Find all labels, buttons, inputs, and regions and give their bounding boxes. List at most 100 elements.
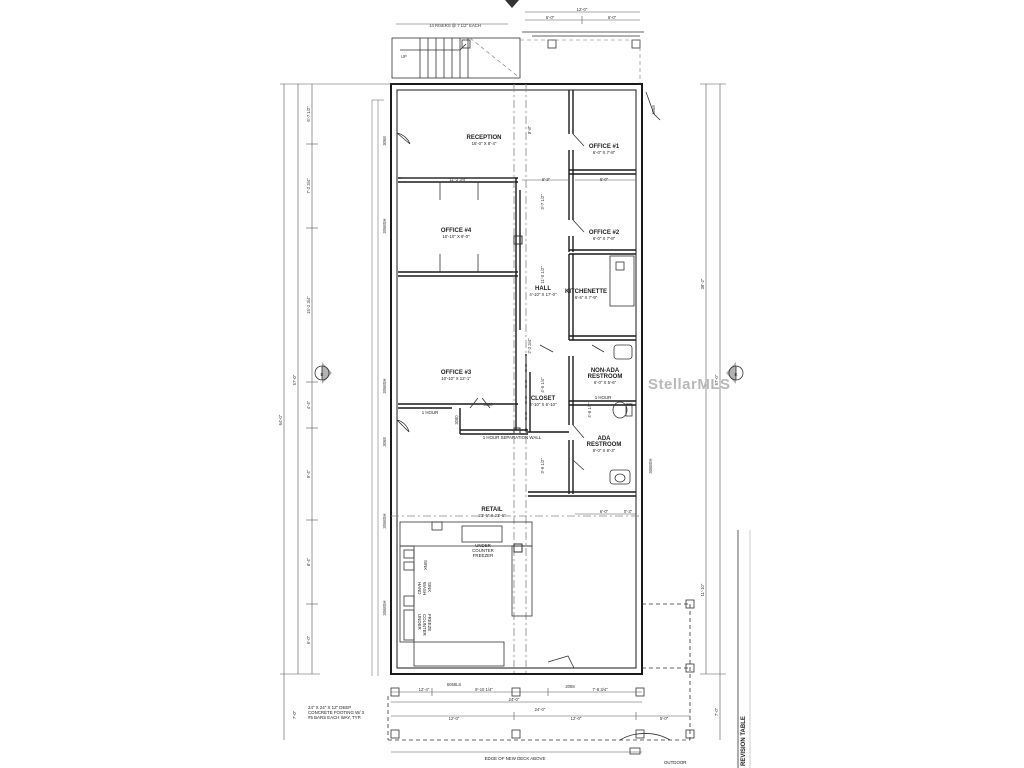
non-ada-label-2: RESTROOM: [588, 374, 623, 380]
office1-label: OFFICE #1: [589, 144, 620, 150]
kitchenette-label: KITCHENETTE: [565, 289, 607, 295]
dim-top-6a: 6'-0": [546, 15, 555, 20]
door-tag-2068: 2068: [565, 684, 575, 689]
sink-label: SINK: [423, 560, 428, 570]
dim-hall-5: 4'-5 1/4": [540, 377, 545, 393]
kitchenette-size: 6'-6" X 7'-9": [575, 295, 598, 300]
dim-bottom-1: 12'-4": [419, 687, 430, 692]
footing-note-3: #5 BARS EACH WAY, TYP.: [308, 715, 361, 720]
outdoor-label: OUTDOOR: [664, 760, 686, 765]
window-tag-7: 3068: [651, 105, 656, 115]
dim-bottom-24a: 24'-0": [509, 697, 520, 702]
section-mark-left: E: [321, 372, 324, 377]
counter-freeze-label-3: FREEZE: [427, 614, 432, 631]
footing-note-2: CONCRETE FOOTING W/ 3: [308, 710, 365, 715]
dim-right-1: 11'-10": [700, 583, 705, 596]
window-tag-1: 3068: [382, 136, 387, 146]
dim-bottom-5: 5'-0": [660, 716, 669, 721]
stair-dashes: [469, 37, 641, 84]
dim-bottom-12b: 12'-0": [571, 716, 582, 721]
dim-top-6b: 6'-0": [608, 15, 617, 20]
ada-size: 6'-0" X 8'-3": [593, 448, 616, 453]
center-lines: [391, 84, 642, 674]
dim-left-57: 57'-0": [292, 374, 297, 385]
doors: [396, 91, 661, 669]
north-arrow: [505, 0, 519, 8]
office4-label: OFFICE #4: [441, 228, 472, 234]
dim-left-d: 4'-4": [306, 400, 311, 409]
dim-hall-3: 11'-0 1/2": [540, 266, 545, 284]
dim-office4-width: 11'-2 3/4": [449, 177, 467, 182]
section-markers: [314, 365, 744, 381]
window-tag-8: 3068SH: [648, 458, 653, 473]
office1-size: 6'-0" X 7'-8": [593, 150, 616, 155]
risers-label: 14 RISERS @ 7 1/2" EACH: [429, 23, 481, 28]
office2-size: 6'-0" X 7'-8": [593, 236, 616, 241]
dim-height-1: 8'-8": [527, 125, 532, 134]
window-tag-6: 3068SH: [382, 600, 387, 615]
dim-hall-1: 5'-2": [542, 177, 551, 182]
ada-label-1: ADA: [598, 436, 612, 442]
reception-label: RECEPTION: [466, 135, 501, 141]
dim-left-a: 6'-7 1/2": [306, 106, 311, 122]
interior-walls: [398, 90, 636, 497]
hall-size: 4'-10" X 17'-0": [529, 292, 557, 297]
hand-wash-label-3: SINK: [427, 582, 432, 592]
door-tag-4080: 4080: [483, 402, 493, 407]
dim-left-f: 8'-4": [306, 557, 311, 566]
one-hour-label-2: 1 HOUR: [595, 395, 612, 400]
dim-right-2: 7'-0": [714, 707, 719, 716]
office3-label: OFFICE #3: [441, 370, 472, 376]
fixtures: [399, 182, 635, 667]
hall-label: HALL: [535, 286, 551, 292]
dim-bottom-24b: 24'-0": [535, 707, 546, 712]
ada-label-2: RESTROOM: [587, 442, 622, 448]
hand-wash-label-2: WASH: [422, 582, 427, 595]
dim-left-b: 7'-2 3/4": [306, 178, 311, 194]
closet-size: 4'-10" X 6'-10": [529, 402, 557, 407]
dim-left-total: 64'-0": [278, 414, 283, 425]
dim-right-57: 57'-0": [714, 374, 719, 385]
dim-left-c: 15'-2 3/4": [306, 296, 311, 314]
dim-retail-width-2: 0'-3": [624, 509, 633, 514]
roof-overhang: [371, 99, 384, 676]
window-tag-2: 3068SH: [382, 218, 387, 233]
dim-right-total: 38'-2": [700, 278, 705, 289]
dim-hall-6: 3'-9 1/2": [540, 458, 545, 474]
non-ada-size: 6'-0" X 5'-6": [594, 380, 617, 385]
footings: [387, 599, 695, 755]
retail-label: RETAIL: [481, 507, 503, 513]
footing-note-1: 24" X 24" X 12" DEEP: [308, 705, 351, 710]
dim-top-12: 12'-0": [577, 7, 588, 12]
deck-edge-label: EDGE OF NEW DECK ABOVE: [485, 756, 546, 761]
dimension-lines: [280, 11, 726, 753]
watermark: StellarMLS: [648, 376, 731, 393]
dim-hall-4: 2'-2 3/4": [527, 338, 532, 354]
dim-left-g: 6'-0": [306, 635, 311, 644]
freezer-label-1: UNDER: [475, 543, 491, 548]
dim-left-e: 9'-4": [306, 469, 311, 478]
section-arrow-left: [322, 362, 332, 384]
dim-bottom-12a: 12'-0": [449, 716, 460, 721]
section-mark-right: E: [735, 372, 738, 377]
revision-table-label: REVISION TABLE: [741, 716, 747, 766]
window-tag-3: 3068SH: [382, 378, 387, 393]
dim-retail-width-1: 6'-0": [600, 509, 609, 514]
freezer-label-3: FREEZER: [473, 553, 494, 558]
office2-label: OFFICE #2: [589, 230, 620, 236]
office4-size: 10'-10" X 9'-0": [442, 234, 470, 239]
dim-bottom-3: 7'-8 3/4": [592, 687, 608, 692]
door-tag-3080: 3080: [454, 415, 459, 425]
one-hour-label-1: 1 HOUR: [422, 410, 439, 415]
hand-wash-label-1: HAND: [417, 582, 422, 594]
dim-office1-width: 6'-0": [600, 177, 609, 182]
dim-hall-2: 3'-7 1/2": [540, 194, 545, 210]
dim-left-bottom: 7'-0": [292, 710, 297, 719]
separation-wall-label: 1 HOUR SEPARATION WALL: [483, 435, 542, 440]
section-arrow-right: [726, 362, 736, 384]
exterior-walls: [390, 83, 643, 675]
counter-freeze-label-2: COUNTER: [422, 614, 427, 636]
counter-freeze-label-1: UNDER: [417, 614, 422, 630]
retail-size: 23'-5" X 23'-6": [478, 513, 506, 518]
